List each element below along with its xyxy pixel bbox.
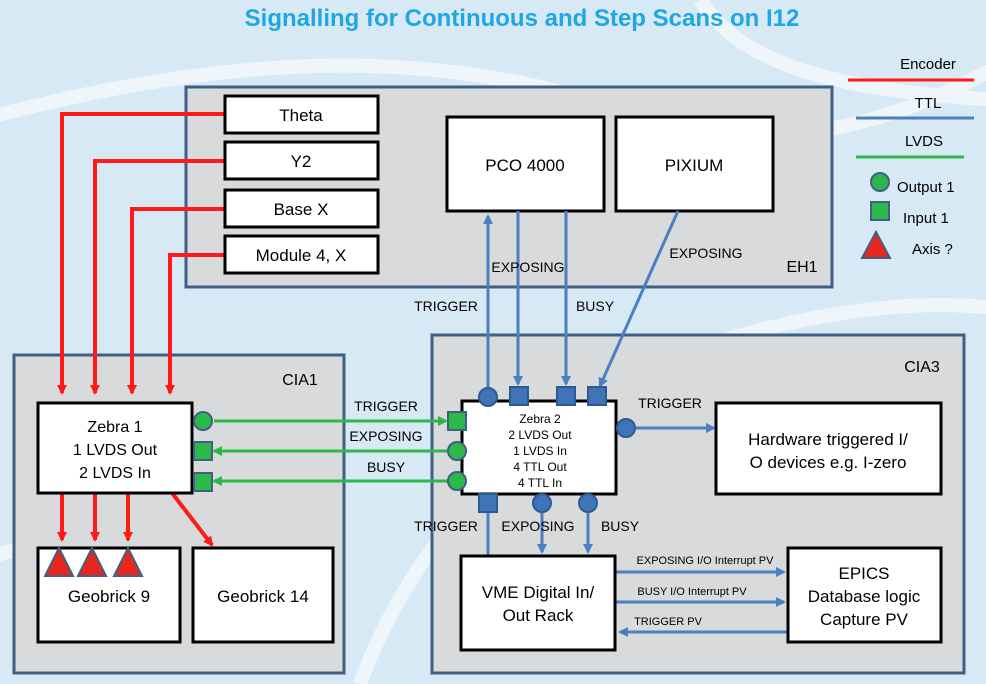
zebra2-output-lvds-1 (447, 441, 467, 461)
signal-labels: EXPOSING EXPOSING TRIGGER BUSY TRIGGER E… (349, 245, 774, 628)
motor-theta-label: Theta (279, 106, 323, 125)
encoder-y2-line (90, 159, 225, 395)
encoder-geo14 (170, 491, 214, 547)
label-trigger-vme: TRIGGER (414, 518, 478, 534)
label-trigger-pv: TRIGGER PV (634, 616, 703, 628)
encoder-lines (57, 112, 225, 547)
pixium-box: PIXIUM (614, 115, 775, 213)
hardware-box: Hardware triggered I/ O devices e.g. I-z… (714, 401, 943, 496)
geobrick9-axis-3 (112, 545, 144, 577)
zebra1-output-lvds (193, 411, 213, 431)
zebra1-input-lvds-2 (193, 472, 213, 492)
motor-module4x-box: Module 4, X (223, 234, 380, 275)
zebra2-input-ttl-2 (556, 386, 576, 406)
motor-module4x-label: Module 4, X (256, 246, 347, 265)
encoder-basex-line (127, 207, 225, 395)
zebra2-output-ttl-right (616, 418, 636, 438)
hardware-line1: Hardware triggered I/ (748, 430, 908, 449)
epics-line2: Database logic (808, 587, 921, 606)
legend-output-label: Output 1 (897, 179, 955, 196)
legend-encoder-label: Encoder (900, 56, 956, 73)
pco4000-label: PCO 4000 (485, 156, 564, 175)
zebra2-output-ttl-bottom-1 (532, 493, 552, 513)
region-cia3-label: CIA3 (904, 359, 940, 376)
zebra2-line5: 4 TTL In (518, 476, 562, 490)
zebra2-output-ttl-top (478, 387, 498, 407)
zebra1-line1: Zebra 1 (87, 419, 142, 436)
label-exposing-pco: EXPOSING (491, 259, 564, 275)
zebra2-line3: 1 LVDS In (513, 444, 567, 458)
zebra2-line4: 4 TTL Out (513, 460, 567, 474)
zebra2-input-ttl-bottom (478, 493, 498, 513)
epics-line3: Capture PV (820, 610, 909, 629)
vme-line2: Out Rack (503, 606, 574, 625)
motor-basex-box: Base X (223, 188, 380, 229)
zebra1-line2: 1 LVDS Out (73, 442, 158, 459)
region-cia1-label: CIA1 (282, 372, 318, 389)
epics-line1: EPICS (838, 564, 889, 583)
label-lvds-busy: BUSY (367, 459, 406, 475)
region-eh1-label: EH1 (786, 259, 817, 276)
zebra1-line3: 2 LVDS In (79, 465, 151, 482)
encoder-theta-line (57, 112, 225, 395)
label-lvds-exposing: EXPOSING (349, 428, 422, 444)
zebra1-box: Zebra 1 1 LVDS Out 2 LVDS In (36, 401, 194, 495)
epics-box: EPICS Database logic Capture PV (786, 546, 943, 644)
label-exposing-pv: EXPOSING I/O Interrupt PV (637, 555, 775, 567)
motor-basex-label: Base X (274, 200, 329, 219)
zebra1-input-lvds-1 (193, 441, 213, 461)
label-lvds-trigger: TRIGGER (354, 398, 418, 414)
pco4000-box: PCO 4000 (445, 115, 606, 213)
zebra2-output-ttl-bottom-2 (578, 493, 598, 513)
legend-axis-icon (860, 229, 892, 259)
motor-y2-label: Y2 (291, 152, 312, 171)
zebra2-input-lvds (447, 411, 467, 431)
legend-input-label: Input 1 (903, 210, 949, 227)
geobrick14-box: Geobrick 14 (191, 546, 335, 644)
diagram-title: Signalling for Continuous and Step Scans… (245, 5, 800, 32)
lvds-lines (212, 416, 448, 486)
legend-input-icon (870, 201, 890, 221)
label-exposing-pixium: EXPOSING (669, 245, 742, 261)
label-busy-pco: BUSY (576, 298, 615, 314)
zebra2-line2: 2 LVDS Out (508, 428, 572, 442)
geobrick14-label: Geobrick 14 (217, 587, 309, 606)
ttl-lines (483, 210, 788, 637)
zebra2-box: Zebra 2 2 LVDS Out 1 LVDS In 4 TTL Out 4… (460, 399, 618, 496)
label-busy-vme: BUSY (601, 518, 640, 534)
legend-ttl-label: TTL (915, 95, 942, 112)
label-busy-pv: BUSY I/O Interrupt PV (637, 586, 747, 598)
legend-lvds-label: LVDS (905, 133, 943, 150)
geobrick9-axis-1 (43, 545, 75, 577)
legend-axis-label: Axis ? (912, 241, 953, 258)
label-exposing-vme: EXPOSING (501, 518, 574, 534)
label-trigger-pco: TRIGGER (414, 298, 478, 314)
encoder-module4x-line (165, 253, 225, 395)
hardware-line2: O devices e.g. I-zero (750, 453, 907, 472)
vme-box: VME Digital In/ Out Rack (459, 554, 617, 652)
ttl-exposing-from-pixium (598, 210, 680, 388)
geobrick9-label: Geobrick 9 (68, 587, 150, 606)
zebra2-input-ttl-1 (509, 386, 529, 406)
motor-y2-box: Y2 (223, 140, 380, 181)
legend: Encoder TTL LVDS Output 1 Input 1 Axis ? (848, 56, 974, 259)
zebra2-output-lvds-2 (447, 471, 467, 491)
legend-output-icon (870, 172, 890, 192)
pixium-label: PIXIUM (665, 156, 724, 175)
geobrick9-axis-2 (76, 545, 108, 577)
vme-line1: VME Digital In/ (482, 583, 595, 602)
zebra2-line1: Zebra 2 (519, 412, 561, 426)
label-trigger-hardware: TRIGGER (638, 395, 702, 411)
zebra2-input-ttl-3 (587, 386, 607, 406)
motor-theta-box: Theta (223, 94, 380, 135)
